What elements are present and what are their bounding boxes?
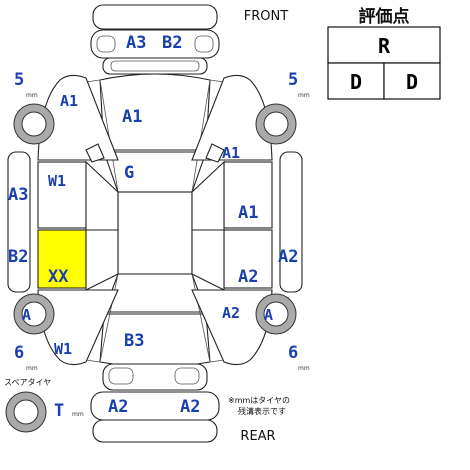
- car-body: [7, 73, 303, 368]
- overall-grade-cell: [327, 26, 441, 64]
- grade-table: 評価点 R D D: [327, 6, 441, 100]
- front-bumper: [90, 29, 220, 59]
- hood-panel: [99, 73, 211, 151]
- right-front-door-panel: [223, 161, 273, 229]
- damage-left-rear-glass[interactable]: W1: [54, 340, 72, 358]
- rear-left-tire: [13, 293, 55, 335]
- spare-tire-depth: T: [54, 401, 64, 421]
- damage-right-front-door[interactable]: A1: [238, 203, 258, 223]
- damage-trunk[interactable]: B3: [124, 331, 144, 351]
- damage-labels: A3 B2 A1 A1 A1 G W1 A3 A1 B2 XX A2 A2 A2…: [8, 33, 298, 417]
- front-bumper-area: [90, 4, 220, 75]
- rear-left-mm-unit: mm: [26, 365, 38, 372]
- damage-left-front-glass[interactable]: W1: [48, 172, 66, 190]
- damage-left-front-door[interactable]: A3: [8, 185, 28, 205]
- left-rear-panel-highlight: [37, 229, 87, 289]
- spare-mm-unit: mm: [72, 411, 84, 418]
- rear-right-mm-unit: mm: [298, 365, 310, 372]
- spare-tire-label: スペアタイヤ: [4, 378, 51, 387]
- front-left-tire-depth: 5: [14, 70, 24, 90]
- rear-label: REAR: [240, 429, 275, 444]
- rear-right-tire: [255, 293, 297, 335]
- front-right-tire-depth: 5: [288, 70, 298, 90]
- damage-right-pillar[interactable]: A1: [222, 144, 240, 162]
- left-mirror: [85, 143, 105, 163]
- damage-front-bumper-right[interactable]: B2: [162, 33, 182, 53]
- right-rear-window: [191, 229, 225, 291]
- roof-panel: [117, 191, 193, 275]
- damage-right-rear-wheel[interactable]: A: [264, 306, 273, 324]
- trunk-panel: [99, 313, 211, 368]
- right-front-fender: [191, 74, 273, 161]
- front-right-mm-unit: mm: [298, 92, 310, 99]
- right-mirror: [205, 143, 225, 163]
- right-rear-door-panel: [223, 229, 273, 289]
- damage-hood[interactable]: A1: [122, 107, 142, 127]
- rear-left-light: [108, 367, 134, 385]
- damage-front-bumper-left[interactable]: A3: [126, 33, 146, 53]
- rear-bottom-panel: [92, 419, 218, 443]
- front-bumper-right-light: [194, 35, 214, 53]
- damage-left-rear-door[interactable]: B2: [8, 247, 28, 267]
- damage-left-rear-wheel[interactable]: A: [22, 306, 31, 324]
- rear-glass: [103, 273, 207, 313]
- damage-front-left-fender[interactable]: A1: [60, 92, 78, 110]
- rear-right-light: [174, 367, 200, 385]
- front-grille: [102, 57, 208, 75]
- tire-note-line2: 残溝表示です: [238, 406, 286, 416]
- left-rocker-strip: [7, 151, 31, 293]
- exterior-grade-cell: [383, 62, 441, 100]
- tires: [5, 103, 297, 433]
- damage-left-rear-panel[interactable]: XX: [48, 267, 69, 287]
- left-front-fender: [37, 74, 119, 161]
- exterior-grade: D: [406, 70, 418, 94]
- overall-grade: R: [378, 34, 391, 58]
- left-rear-window: [85, 229, 119, 291]
- rear-left-tire-depth: 6: [14, 343, 24, 363]
- rear-bumper-area: [90, 363, 220, 443]
- front-right-tire: [255, 103, 297, 145]
- damage-rear-bumper-right[interactable]: A2: [180, 397, 200, 417]
- grade-title: 評価点: [359, 6, 410, 27]
- spare-tire: [5, 391, 47, 433]
- tire-note-line1: ※mmはタイヤの: [228, 396, 290, 405]
- damage-rear-bumper-left[interactable]: A2: [108, 397, 128, 417]
- front-bumper-left-light: [96, 35, 116, 53]
- front-grille-inner: [110, 60, 200, 72]
- windshield: [103, 151, 207, 193]
- damage-right-quarter[interactable]: A2: [278, 247, 298, 267]
- damage-right-rear-door[interactable]: A2: [238, 267, 258, 287]
- front-top-panel: [92, 4, 218, 30]
- damage-right-rear-fender[interactable]: A2: [222, 304, 240, 322]
- interior-grade-cell: [327, 62, 385, 100]
- damage-roof[interactable]: G: [124, 163, 134, 183]
- front-left-mm-unit: mm: [26, 92, 38, 99]
- left-front-door-panel: [37, 161, 87, 229]
- front-left-tire: [13, 103, 55, 145]
- right-rocker-strip: [279, 151, 303, 293]
- front-label: FRONT: [244, 9, 288, 24]
- rear-right-tire-depth: 6: [288, 343, 298, 363]
- interior-grade: D: [350, 70, 362, 94]
